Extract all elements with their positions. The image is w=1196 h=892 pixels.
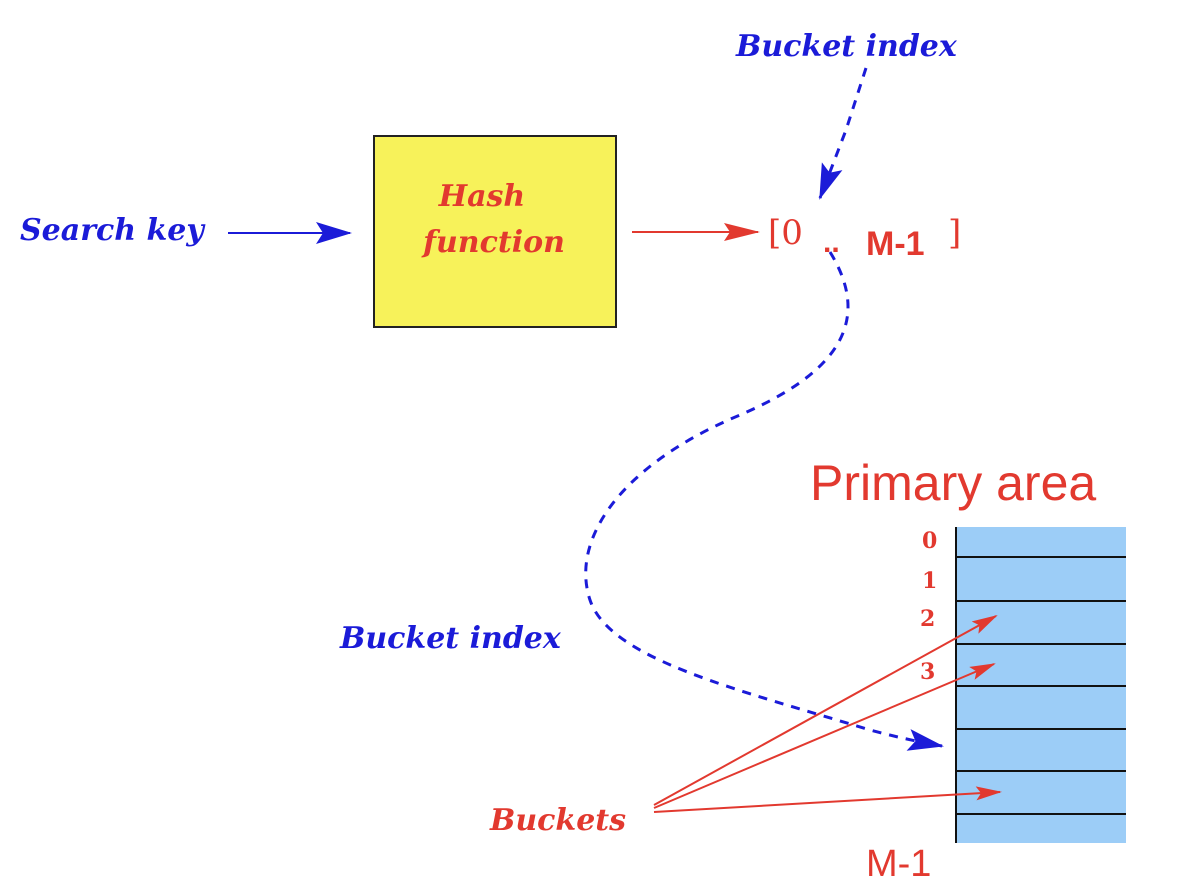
range-open: [0: [768, 213, 803, 253]
primary-area-table: [955, 527, 1126, 843]
buckets-arrow-3: [653, 786, 1002, 813]
last-bucket-label: M-1: [866, 843, 931, 885]
range-close: ]: [948, 213, 961, 253]
buckets-label: Buckets: [489, 803, 626, 838]
bucket-number-0: 0: [922, 528, 937, 554]
bucket-index-top-arrow: [818, 67, 868, 200]
bucket-number-2: 2: [920, 606, 935, 632]
primary-area-label: Primary area: [810, 455, 1096, 511]
buckets-arrow-1: [653, 615, 998, 806]
bucket-index-mid-label: Bucket index: [339, 621, 562, 656]
bucket-number-3: 3: [920, 659, 935, 685]
hash-function-box: [373, 135, 617, 328]
bucket-index-curve: [584, 251, 944, 751]
buckets-arrow-2: [653, 663, 996, 809]
range-dots: ..: [823, 226, 840, 259]
range-end: M-1: [866, 225, 925, 263]
search-key-label: Search key: [20, 213, 206, 248]
hash-function-label-line1: Hash: [438, 179, 525, 214]
hash-function-label-line2: function: [421, 225, 565, 260]
bucket-number-1: 1: [922, 568, 937, 594]
bucket-index-top-label: Bucket index: [735, 29, 958, 64]
